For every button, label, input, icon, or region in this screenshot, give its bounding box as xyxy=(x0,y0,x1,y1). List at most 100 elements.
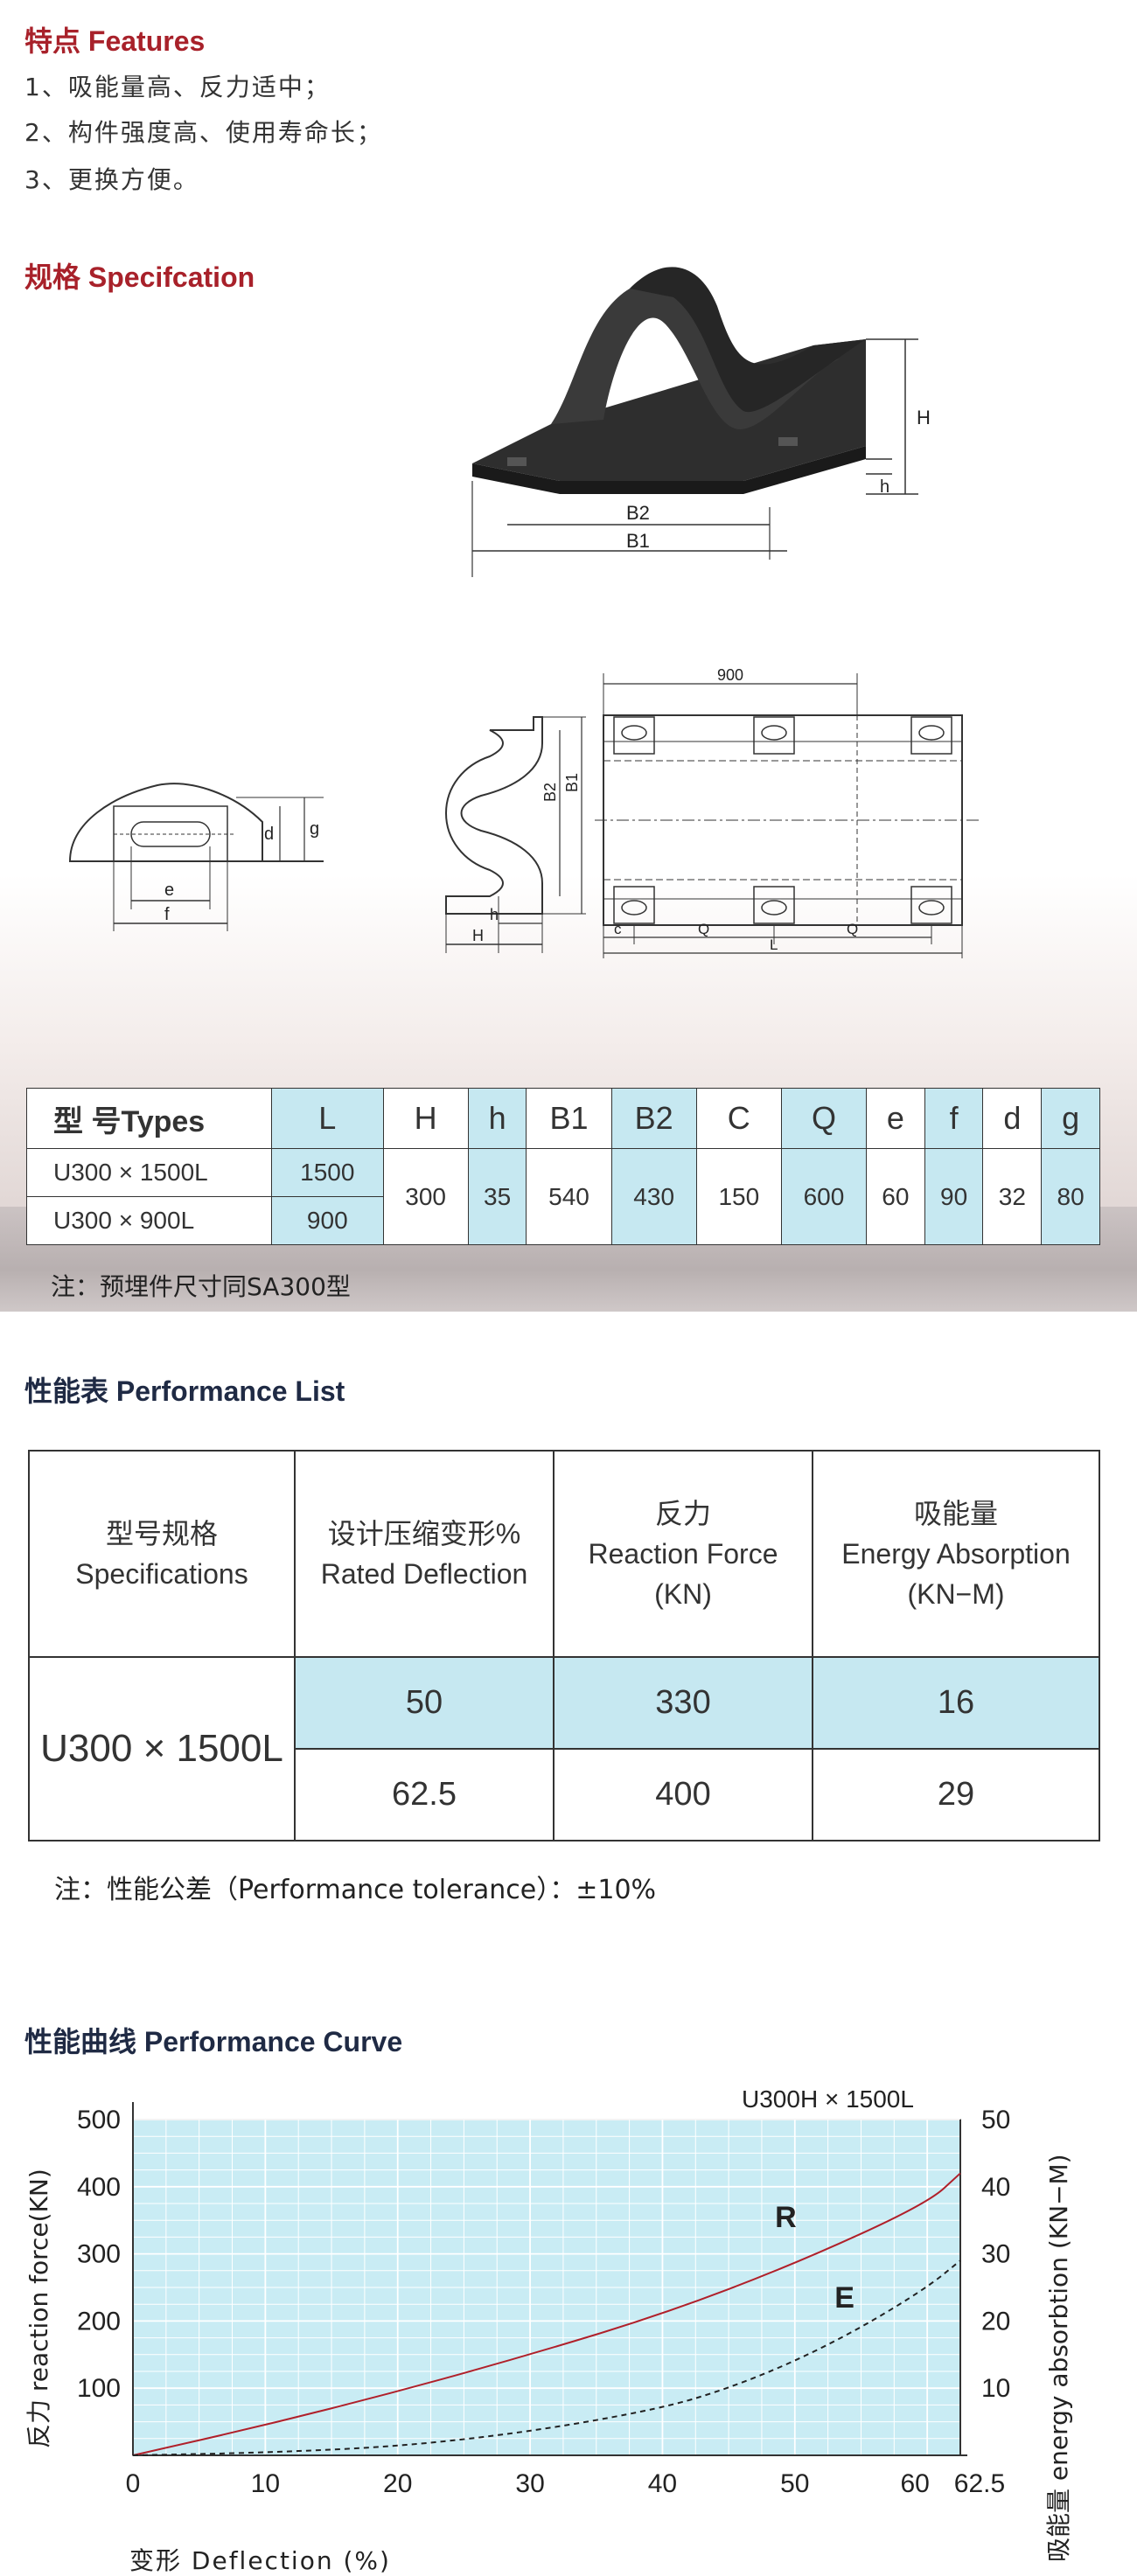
spec-header-e: e xyxy=(866,1088,925,1149)
label-profile-B1: B1 xyxy=(563,773,581,792)
label-f: f xyxy=(164,905,170,924)
y2-tick-label: 50 xyxy=(981,2106,1010,2134)
x-tick-label: 50 xyxy=(780,2469,809,2498)
perf-header-spec: 型号规格 Specifications xyxy=(28,1450,296,1658)
perf-spec-cell: U300 × 1500L xyxy=(28,1656,296,1841)
spec-cell-g: 80 xyxy=(1041,1148,1100,1245)
perf-row1-deflection: 50 xyxy=(294,1656,555,1750)
spec-cell-f: 90 xyxy=(924,1148,984,1245)
perf-header-energy-en: Energy Absorption xyxy=(841,1538,1071,1570)
perf-row1-energy: 16 xyxy=(812,1656,1100,1750)
perf-row1-reaction: 330 xyxy=(553,1656,813,1750)
perf-header-spec-cn: 型号规格 xyxy=(105,1518,218,1549)
x-tick-label: 0 xyxy=(126,2469,141,2498)
label-d: d xyxy=(264,825,274,844)
spec-cell-C: 150 xyxy=(695,1148,782,1245)
y2-tick-label: 10 xyxy=(981,2374,1010,2403)
perf-header-reaction-unit: (KN) xyxy=(654,1578,712,1610)
spec-header-g: g xyxy=(1041,1088,1100,1149)
spec-header-Q: Q xyxy=(780,1088,868,1149)
spec-header-types: 型 号Types xyxy=(26,1088,272,1149)
chart-title: U300H × 1500L xyxy=(742,2085,914,2113)
perf-header-energy: 吸能量 Energy Absorption (KN−M) xyxy=(812,1450,1100,1658)
spec-cell-e: 60 xyxy=(866,1148,925,1245)
spec-row-type-2: U300 × 900L xyxy=(26,1196,272,1245)
features-title: 特点 Features xyxy=(24,25,206,57)
curve-title: 性能曲线 Performance Curve xyxy=(24,2026,403,2057)
label-profile-B2: B2 xyxy=(541,783,559,802)
perf-row2-reaction: 400 xyxy=(553,1748,813,1841)
feature-item-1: 1、吸能量高、反力适中； xyxy=(24,73,331,101)
label-B2: B2 xyxy=(626,502,650,524)
series: RE xyxy=(132,2172,961,2456)
y-axis-label: 反力 reaction force(KN) xyxy=(24,2169,53,2448)
y-tick-label: 400 xyxy=(77,2173,121,2202)
perf-header-deflection-en: Rated Deflection xyxy=(320,1558,528,1590)
perf-header-energy-cn: 吸能量 xyxy=(913,1498,998,1529)
spec-row-type-1: U300 × 1500L xyxy=(26,1148,272,1197)
y2-axis-label: 吸能量 energy absorbtion (KN−M) xyxy=(1044,2154,1073,2562)
spec-header-H: H xyxy=(382,1088,469,1149)
perf-header-deflection: 设计压缩变形% Rated Deflection xyxy=(294,1450,555,1658)
perf-header-reaction-en: Reaction Force xyxy=(588,1538,778,1570)
series-label-E: E xyxy=(834,2281,854,2315)
profile-drawing: B2 B1 h H xyxy=(444,716,586,953)
label-Q1: Q xyxy=(698,921,709,937)
spec-table: 型 号Types L H h B1 B2 C Q e f d g U300 × … xyxy=(26,1088,1100,1245)
spec-header-B1: B1 xyxy=(526,1088,612,1149)
label-e: e xyxy=(164,881,174,900)
x-tick-label: 62.5 xyxy=(954,2469,1005,2498)
spec-header-L: L xyxy=(271,1088,384,1149)
spec-cell-Q: 600 xyxy=(780,1148,868,1245)
performance-title: 性能表 Performance List xyxy=(24,1375,345,1407)
spec-row-L-2: 900 xyxy=(271,1196,384,1245)
spec-cell-H: 300 xyxy=(382,1148,469,1245)
spec-header-h: h xyxy=(467,1088,527,1149)
perf-header-reaction: 反力 Reaction Force (KN) xyxy=(553,1450,813,1658)
spec-title: 规格 Specifcation xyxy=(24,261,255,293)
series-line-R xyxy=(132,2172,961,2456)
spec-header-C: C xyxy=(695,1088,782,1149)
label-Q2: Q xyxy=(847,921,858,937)
y-tick-label: 100 xyxy=(77,2374,121,2403)
label-profile-H: H xyxy=(472,927,484,944)
x-tick-label: 40 xyxy=(648,2469,677,2498)
label-B1: B1 xyxy=(626,530,650,552)
axes xyxy=(132,2102,967,2456)
fender-iso-drawing: H h B2 B1 xyxy=(471,267,931,577)
spec-header-f: f xyxy=(924,1088,984,1149)
spec-cell-B2: 430 xyxy=(610,1148,697,1245)
plan-drawing: 900 c Q Q L xyxy=(595,666,980,958)
label-g: g xyxy=(310,819,319,839)
series-label-R: R xyxy=(775,2201,797,2234)
x-tick-label: 10 xyxy=(251,2469,280,2498)
perf-header-spec-en: Specifications xyxy=(75,1558,248,1590)
x-tick-label: 20 xyxy=(383,2469,412,2498)
spec-cell-B1: 540 xyxy=(526,1148,612,1245)
side-section-drawing: d g e f xyxy=(68,783,324,931)
perf-header-deflection-cn: 设计压缩变形% xyxy=(327,1518,521,1549)
y2-tick-label: 30 xyxy=(981,2240,1010,2269)
x-axis-label: 变形 Deflection (%) xyxy=(129,2546,391,2575)
spec-cell-h: 35 xyxy=(467,1148,527,1245)
performance-table: 型号规格 Specifications 设计压缩变形% Rated Deflec… xyxy=(28,1450,1100,1841)
label-h: h xyxy=(880,477,889,497)
spec-cell-d: 32 xyxy=(982,1148,1043,1245)
spec-header-B2: B2 xyxy=(610,1088,697,1149)
label-profile-h: h xyxy=(490,906,499,923)
spec-note: 注：预埋件尺寸同SA300型 xyxy=(51,1272,351,1301)
y2-tick-label: 40 xyxy=(981,2173,1010,2202)
perf-row2-energy: 29 xyxy=(812,1748,1100,1841)
perf-row2-deflection: 62.5 xyxy=(294,1748,555,1841)
y-tick-label: 300 xyxy=(77,2240,121,2269)
performance-note: 注：性能公差（Performance tolerance）：±10% xyxy=(54,1875,657,1905)
label-H: H xyxy=(917,407,931,428)
x-tick-label: 30 xyxy=(515,2469,544,2498)
x-tick-label: 60 xyxy=(900,2469,929,2498)
spec-row-L-1: 1500 xyxy=(271,1148,384,1197)
y2-tick-label: 20 xyxy=(981,2307,1010,2336)
label-c: c xyxy=(614,921,622,937)
spec-header-d: d xyxy=(982,1088,1043,1149)
